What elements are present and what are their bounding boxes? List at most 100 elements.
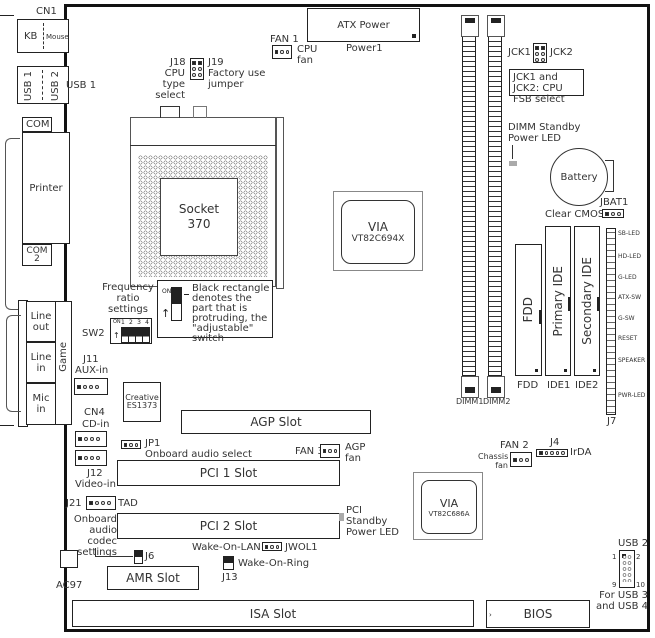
j21-label: J21 (66, 498, 82, 509)
j6-jumper[interactable] (134, 550, 143, 564)
parallel-port-shell (5, 138, 20, 310)
dimm1-slot (462, 36, 476, 376)
fan3-label: FAN 3 (295, 446, 324, 457)
dimm2-latch-top (487, 15, 505, 37)
agp-slot: AGP Slot (181, 410, 371, 434)
mic-in-jack: Mic in (26, 383, 56, 425)
j18-label: J18 (170, 57, 186, 68)
dimm-led (509, 161, 517, 166)
cd-in-connector[interactable] (75, 431, 107, 447)
atx-power-connector: ATX Power (307, 8, 420, 42)
creative-es1373-chip: Creative ES1373 (123, 382, 161, 422)
dimm-led-line (512, 145, 513, 159)
aux-in-connector[interactable] (74, 378, 108, 395)
codec-leader-line (95, 548, 96, 556)
j4-label: J4 (550, 437, 560, 448)
usb2-pin1-label: 1 (612, 553, 617, 561)
usb2-pin10-label: 10 (636, 581, 645, 589)
pci-standby-led (339, 513, 344, 521)
j6-label: J6 (145, 551, 155, 562)
j18-j19-jumper[interactable] (190, 58, 204, 80)
ide1-label: IDE1 (547, 380, 571, 391)
game-port-shell (6, 315, 21, 412)
line-out-label: Line out (30, 310, 52, 333)
ide2-label: IDE2 (575, 380, 599, 391)
front-panel-pin-label: SPEAKER (618, 357, 646, 364)
j7-front-panel-header[interactable] (606, 228, 616, 415)
front-panel-pin-label: RESET (618, 335, 638, 342)
dimm1-label: DIMM1 (456, 397, 484, 406)
mic-in-label: Mic in (32, 393, 50, 415)
usb1-port: USB 1 USB 2 (17, 66, 69, 104)
usb1-port2-label: USB 2 (50, 71, 61, 102)
isa-slot: ISA Slot (72, 600, 474, 627)
jp1-label: JP1 (145, 438, 161, 449)
j19-label: J19 (208, 57, 224, 68)
atx-power-label: ATX Power (337, 19, 390, 31)
line-in-label: Line in (30, 351, 52, 374)
sw2-title: Frequency ratio settings (102, 282, 154, 315)
northbridge-brand: VIA (368, 219, 388, 234)
com-label: COM (26, 119, 50, 130)
dimm-led-label: DIMM Standby Power LED (508, 122, 581, 144)
socket-tab (193, 106, 207, 118)
jwol1-label: JWOL1 (285, 542, 318, 553)
jck1-label: JCK1 (508, 47, 531, 58)
ac97-chip (60, 550, 78, 568)
j4-irda-connector[interactable] (536, 449, 568, 457)
tad-connector[interactable] (86, 496, 116, 510)
factory-use-label: Factory use jumper (208, 68, 266, 90)
j13-connector[interactable] (223, 556, 234, 570)
fan1-connector[interactable] (272, 45, 292, 59)
dimm1-latch-bottom (461, 376, 479, 398)
jck-note: JCK1 and JCK2: CPU FSB select (509, 69, 584, 105)
jwol1-connector[interactable] (262, 542, 282, 551)
usb2-header[interactable] (619, 550, 635, 588)
usb2-label: USB 2 (618, 538, 649, 549)
dimm2-latch-bottom (487, 376, 505, 398)
board-edge-tick (0, 425, 14, 426)
power1-label: Power1 (346, 43, 383, 54)
cpu-type-label: CPU type select (155, 68, 185, 101)
bios-chip: BIOS › (486, 600, 590, 628)
front-panel-pin-label: ATX-SW (618, 294, 642, 301)
secondary-ide-connector: Secondary IDE (574, 226, 600, 376)
sw2-label: SW2 (82, 328, 105, 339)
primary-ide-connector: Primary IDE (545, 226, 571, 376)
southbridge-brand: VIA (439, 496, 459, 510)
socket-divider (130, 145, 276, 146)
video-in-connector[interactable] (75, 450, 107, 466)
jp1-jumper[interactable] (121, 440, 141, 449)
pci-standby-led-label: PCI Standby Power LED (346, 505, 400, 538)
cn4-label: CN4 (84, 407, 105, 418)
wake-on-ring-label: Wake-On-Ring (238, 558, 310, 569)
dimm2-label: DIMM2 (483, 397, 511, 406)
front-panel-pin-label: HD-LED (618, 253, 642, 260)
front-panel-pin-label: G-SW (618, 315, 635, 322)
fan2-connector[interactable] (510, 452, 532, 467)
com2-port: COM 2 (22, 244, 52, 266)
pci2-slot: PCI 2 Slot (117, 513, 340, 539)
cn1-label: CN1 (36, 6, 57, 17)
cd-in-label: CD-in (82, 419, 110, 430)
dimm1-latch-top (461, 15, 479, 37)
socket-center: Socket 370 (160, 178, 238, 256)
agp-fan-label: AGP fan (345, 442, 366, 464)
divider (42, 70, 43, 100)
jbat1-jumper[interactable] (602, 209, 624, 218)
northbridge-chip: VIA VT82C694X (333, 191, 423, 271)
fdd-connector: FDD (515, 244, 542, 376)
j7-label: J7 (607, 416, 617, 427)
cpu-fan-label: CPU fan (297, 44, 318, 66)
com2-label: COM 2 (26, 246, 48, 264)
socket-label: Socket 370 (178, 202, 220, 231)
fan3-connector[interactable] (320, 444, 340, 458)
aux-in-label: AUX-in (75, 365, 109, 376)
front-panel-pin-label: PWR-LED (618, 392, 646, 399)
j13-label: J13 (222, 572, 238, 583)
socket-lever (276, 117, 284, 289)
chassis-fan-label: Chassis fan (478, 452, 509, 470)
jck-jumper[interactable] (533, 43, 547, 63)
video-in-label: Video-in (75, 479, 116, 490)
